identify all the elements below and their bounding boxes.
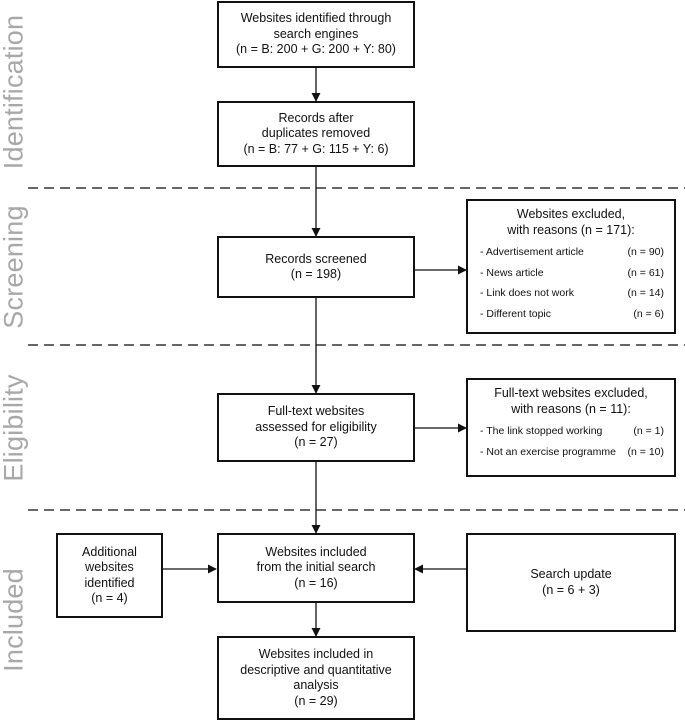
- box-text: assessed for eligibility: [255, 419, 377, 434]
- box-text: duplicates removed: [261, 126, 371, 141]
- box-text: (n = 16): [294, 575, 338, 590]
- box-text: Websites included in: [258, 647, 374, 661]
- box-screened: Records screened (n = 198): [217, 236, 415, 298]
- box-text: search engines: [273, 26, 359, 41]
- reason-label: - Link does not work: [480, 287, 574, 299]
- reason-count: (n = 10): [627, 445, 664, 458]
- reason-label: - News article: [480, 266, 544, 279]
- box-text: (n = B: 200 + G: 200 + Y: 80): [236, 42, 396, 57]
- box-text: Records after: [278, 110, 354, 125]
- box-text: analysis: [293, 678, 339, 692]
- phase-screening: Screening: [0, 205, 29, 329]
- box-text: (n = 29): [294, 693, 338, 708]
- box-excluded-fulltext: Full-text websites excluded, with reason…: [466, 378, 676, 477]
- box-text: descriptive and quantitative: [240, 662, 392, 677]
- arrows: [163, 68, 467, 637]
- excluded-reasons-list: - The link stopped working (n = 1) - Not …: [468, 425, 674, 459]
- box-text: Websites included: [265, 544, 367, 559]
- excluded-heading-line: Websites excluded,: [516, 207, 626, 221]
- phase-identification: Identification: [0, 14, 29, 170]
- list-item: - Different topic (n = 6): [480, 308, 664, 321]
- reason-count: (n = 14): [627, 287, 664, 299]
- list-item: - Not an exercise programme (n = 10): [480, 446, 664, 459]
- box-text: (n = B: 77 + G: 115 + Y: 6): [243, 141, 389, 156]
- box-text: Search update: [530, 567, 612, 581]
- list-item: - Advertisement article (n = 90): [480, 246, 664, 259]
- reason-count: (n = 61): [627, 266, 664, 279]
- box-text: Websites identified through: [240, 11, 392, 26]
- excluded-reasons-list: - Advertisement article (n = 90) - News a…: [468, 246, 674, 321]
- excluded-heading-line: with reasons (n = 171):: [507, 222, 635, 237]
- phase-included: Included: [0, 568, 29, 672]
- box-text: identified: [84, 575, 135, 590]
- box-text: from the initial search: [256, 560, 376, 575]
- box-text: Additional: [82, 544, 137, 559]
- phase-eligibility: Eligibility: [0, 374, 29, 482]
- box-text: Records screened: [265, 251, 367, 266]
- excluded-heading-line: Full-text websites excluded,: [494, 386, 648, 400]
- box-assessed: Full-text websites assessed for eligibil…: [217, 393, 415, 462]
- reason-label: - Different topic: [480, 307, 552, 320]
- excluded-heading: Websites excluded, with reasons (n = 171…: [468, 207, 674, 238]
- excluded-heading: Full-text websites excluded, with reason…: [468, 386, 674, 417]
- box-excluded-screening: Websites excluded, with reasons (n = 171…: [466, 199, 676, 334]
- box-text: websites: [85, 560, 134, 574]
- reason-label: - Not an exercise programme: [480, 445, 616, 458]
- box-text: (n = 198): [290, 267, 342, 281]
- box-text: (n = 4): [91, 591, 128, 605]
- reason-label: - Advertisement article: [480, 246, 584, 258]
- box-identified: Websites identified through search engin…: [217, 1, 415, 68]
- phase-separators: [28, 187, 685, 511]
- list-item: - News article (n = 61): [480, 267, 664, 280]
- box-additional: Additional websites identified (n = 4): [56, 533, 163, 618]
- box-text: Full-text websites: [267, 404, 365, 419]
- list-item: - The link stopped working (n = 1): [480, 425, 664, 438]
- reason-label: - The link stopped working: [480, 425, 603, 437]
- box-final: Websites included in descriptive and qua…: [217, 636, 415, 720]
- reason-count: (n = 6): [633, 307, 664, 320]
- list-item: - Link does not work (n = 14): [480, 287, 664, 300]
- box-after-duplicates: Records after duplicates removed (n = B:…: [217, 101, 415, 167]
- box-text: (n = 27): [294, 435, 338, 450]
- box-text: (n = 6 + 3): [542, 582, 600, 597]
- box-search-update: Search update (n = 6 + 3): [466, 533, 676, 632]
- reason-count: (n = 90): [627, 246, 664, 258]
- box-included-initial: Websites included from the initial searc…: [217, 533, 415, 603]
- reason-count: (n = 1): [633, 425, 664, 437]
- excluded-heading-line: with reasons (n = 11):: [511, 401, 631, 416]
